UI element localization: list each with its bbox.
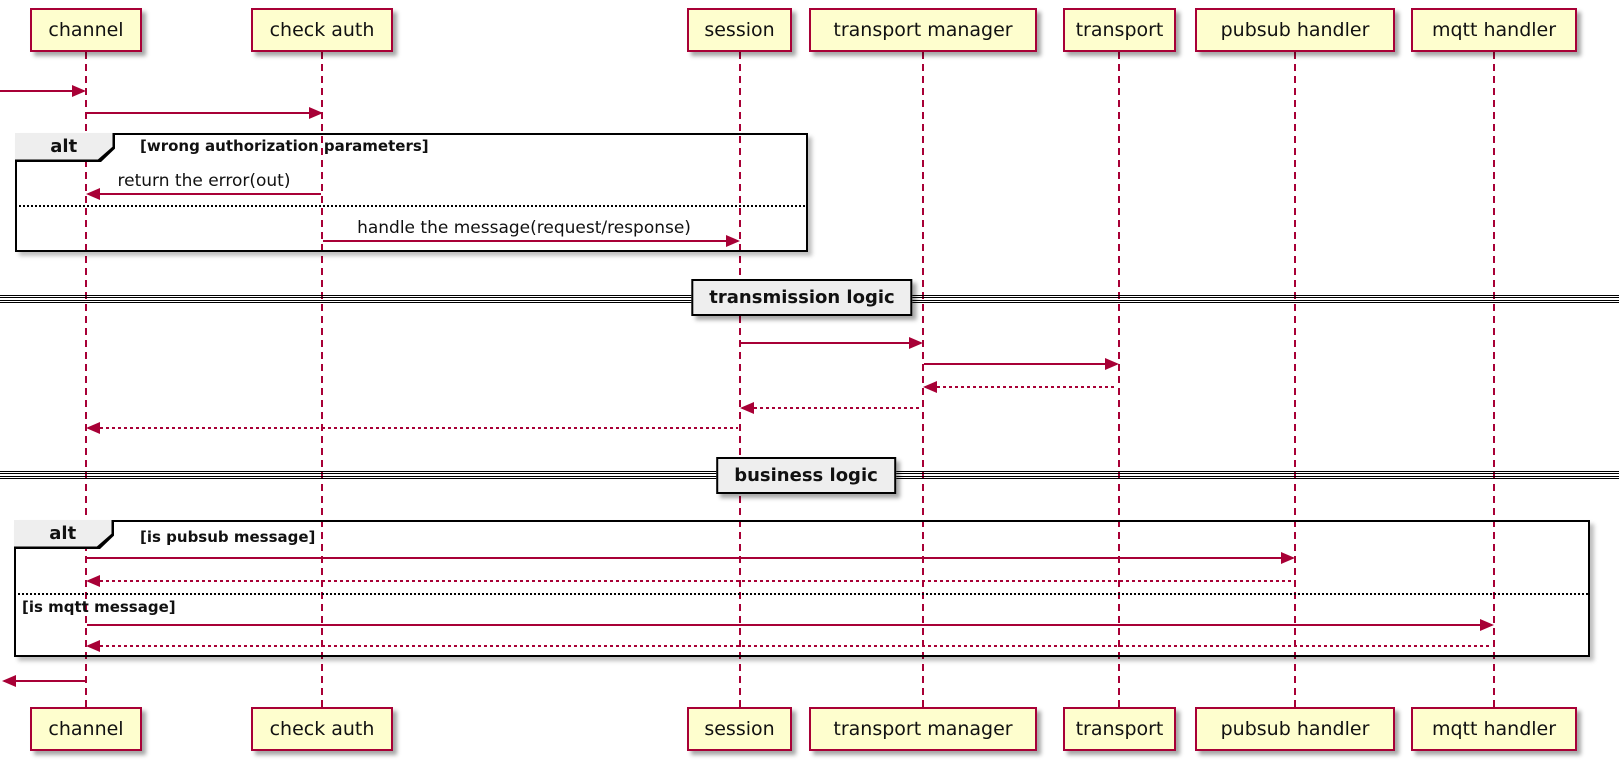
message-channel-to-mqtt-handler bbox=[87, 619, 1494, 631]
participant-transport-manager-top: transport manager bbox=[809, 8, 1037, 52]
lifeline-mqtt-handler bbox=[1493, 52, 1495, 707]
message-transport-manager-to-transport bbox=[924, 358, 1119, 370]
participant-channel-top: channel bbox=[30, 8, 142, 52]
arrowhead-right-icon bbox=[726, 235, 740, 247]
alt-frame-routing bbox=[14, 520, 1590, 657]
participant-transport-top: transport bbox=[1063, 8, 1176, 52]
participant-session-bottom: session bbox=[687, 707, 792, 751]
message-transport-return bbox=[923, 381, 1117, 393]
arrowhead-left-icon bbox=[2, 675, 16, 687]
participant-check-auth-top: check auth bbox=[251, 8, 393, 52]
message-channel-to-outside bbox=[2, 675, 86, 687]
message-incoming-to-channel bbox=[0, 85, 86, 97]
message-mqtt-return-to-channel bbox=[86, 640, 1492, 652]
alt-operator-box-2: alt bbox=[14, 520, 114, 549]
alt-separator-2 bbox=[14, 593, 1590, 595]
arrowhead-left-icon bbox=[86, 575, 100, 587]
alt-frame-authorization bbox=[15, 133, 808, 252]
participant-pubsub-handler-bottom: pubsub handler bbox=[1195, 707, 1395, 751]
arrowhead-right-icon bbox=[1105, 358, 1119, 370]
message-check-auth-to-session bbox=[323, 235, 740, 247]
participant-check-auth-bottom: check auth bbox=[251, 707, 393, 751]
lifeline-pubsub-handler bbox=[1294, 52, 1296, 707]
lifeline-check-auth bbox=[321, 52, 323, 707]
arrowhead-right-icon bbox=[1281, 552, 1295, 564]
lifeline-transport bbox=[1118, 52, 1120, 707]
arrowhead-left-icon bbox=[86, 422, 100, 434]
arrowhead-right-icon bbox=[1480, 619, 1494, 631]
alt-separator-1 bbox=[15, 205, 808, 207]
divider-label-transmission: transmission logic bbox=[691, 279, 913, 316]
message-transport-manager-return bbox=[740, 402, 921, 414]
alt-operator-label-1: alt bbox=[15, 133, 113, 160]
participant-mqtt-handler-top: mqtt handler bbox=[1411, 8, 1577, 52]
message-channel-to-pubsub-handler bbox=[87, 552, 1295, 564]
alt-condition-pubsub: [is pubsub message] bbox=[140, 528, 316, 546]
message-pubsub-return-to-channel bbox=[86, 575, 1293, 587]
alt-condition-mqtt: [is mqtt message] bbox=[22, 598, 176, 616]
participant-pubsub-handler-top: pubsub handler bbox=[1195, 8, 1395, 52]
lifeline-transport-manager bbox=[922, 52, 924, 707]
participant-channel-bottom: channel bbox=[30, 707, 142, 751]
arrowhead-right-icon bbox=[72, 85, 86, 97]
arrowhead-left-icon bbox=[86, 188, 100, 200]
message-label-handle-message: handle the message(request/response) bbox=[357, 218, 691, 238]
divider-label-business: business logic bbox=[716, 457, 896, 494]
message-session-to-transport-manager bbox=[741, 337, 923, 349]
arrowhead-left-icon bbox=[86, 640, 100, 652]
lifeline-channel bbox=[85, 52, 87, 707]
participant-transport-manager-bottom: transport manager bbox=[809, 707, 1037, 751]
lifeline-session bbox=[739, 52, 741, 707]
alt-operator-label-2: alt bbox=[14, 520, 112, 547]
participant-session-top: session bbox=[687, 8, 792, 52]
alt-condition-wrong-auth: [wrong authorization parameters] bbox=[140, 137, 429, 155]
message-session-return-to-channel bbox=[86, 422, 738, 434]
message-channel-to-check-auth bbox=[87, 107, 323, 119]
arrowhead-right-icon bbox=[909, 337, 923, 349]
arrowhead-right-icon bbox=[309, 107, 323, 119]
participant-transport-bottom: transport bbox=[1063, 707, 1176, 751]
arrowhead-left-icon bbox=[923, 381, 937, 393]
participant-mqtt-handler-bottom: mqtt handler bbox=[1411, 707, 1577, 751]
message-check-auth-to-channel bbox=[86, 188, 321, 200]
arrowhead-left-icon bbox=[740, 402, 754, 414]
message-label-return-error: return the error(out) bbox=[117, 171, 291, 191]
alt-operator-box-1: alt bbox=[15, 133, 115, 162]
